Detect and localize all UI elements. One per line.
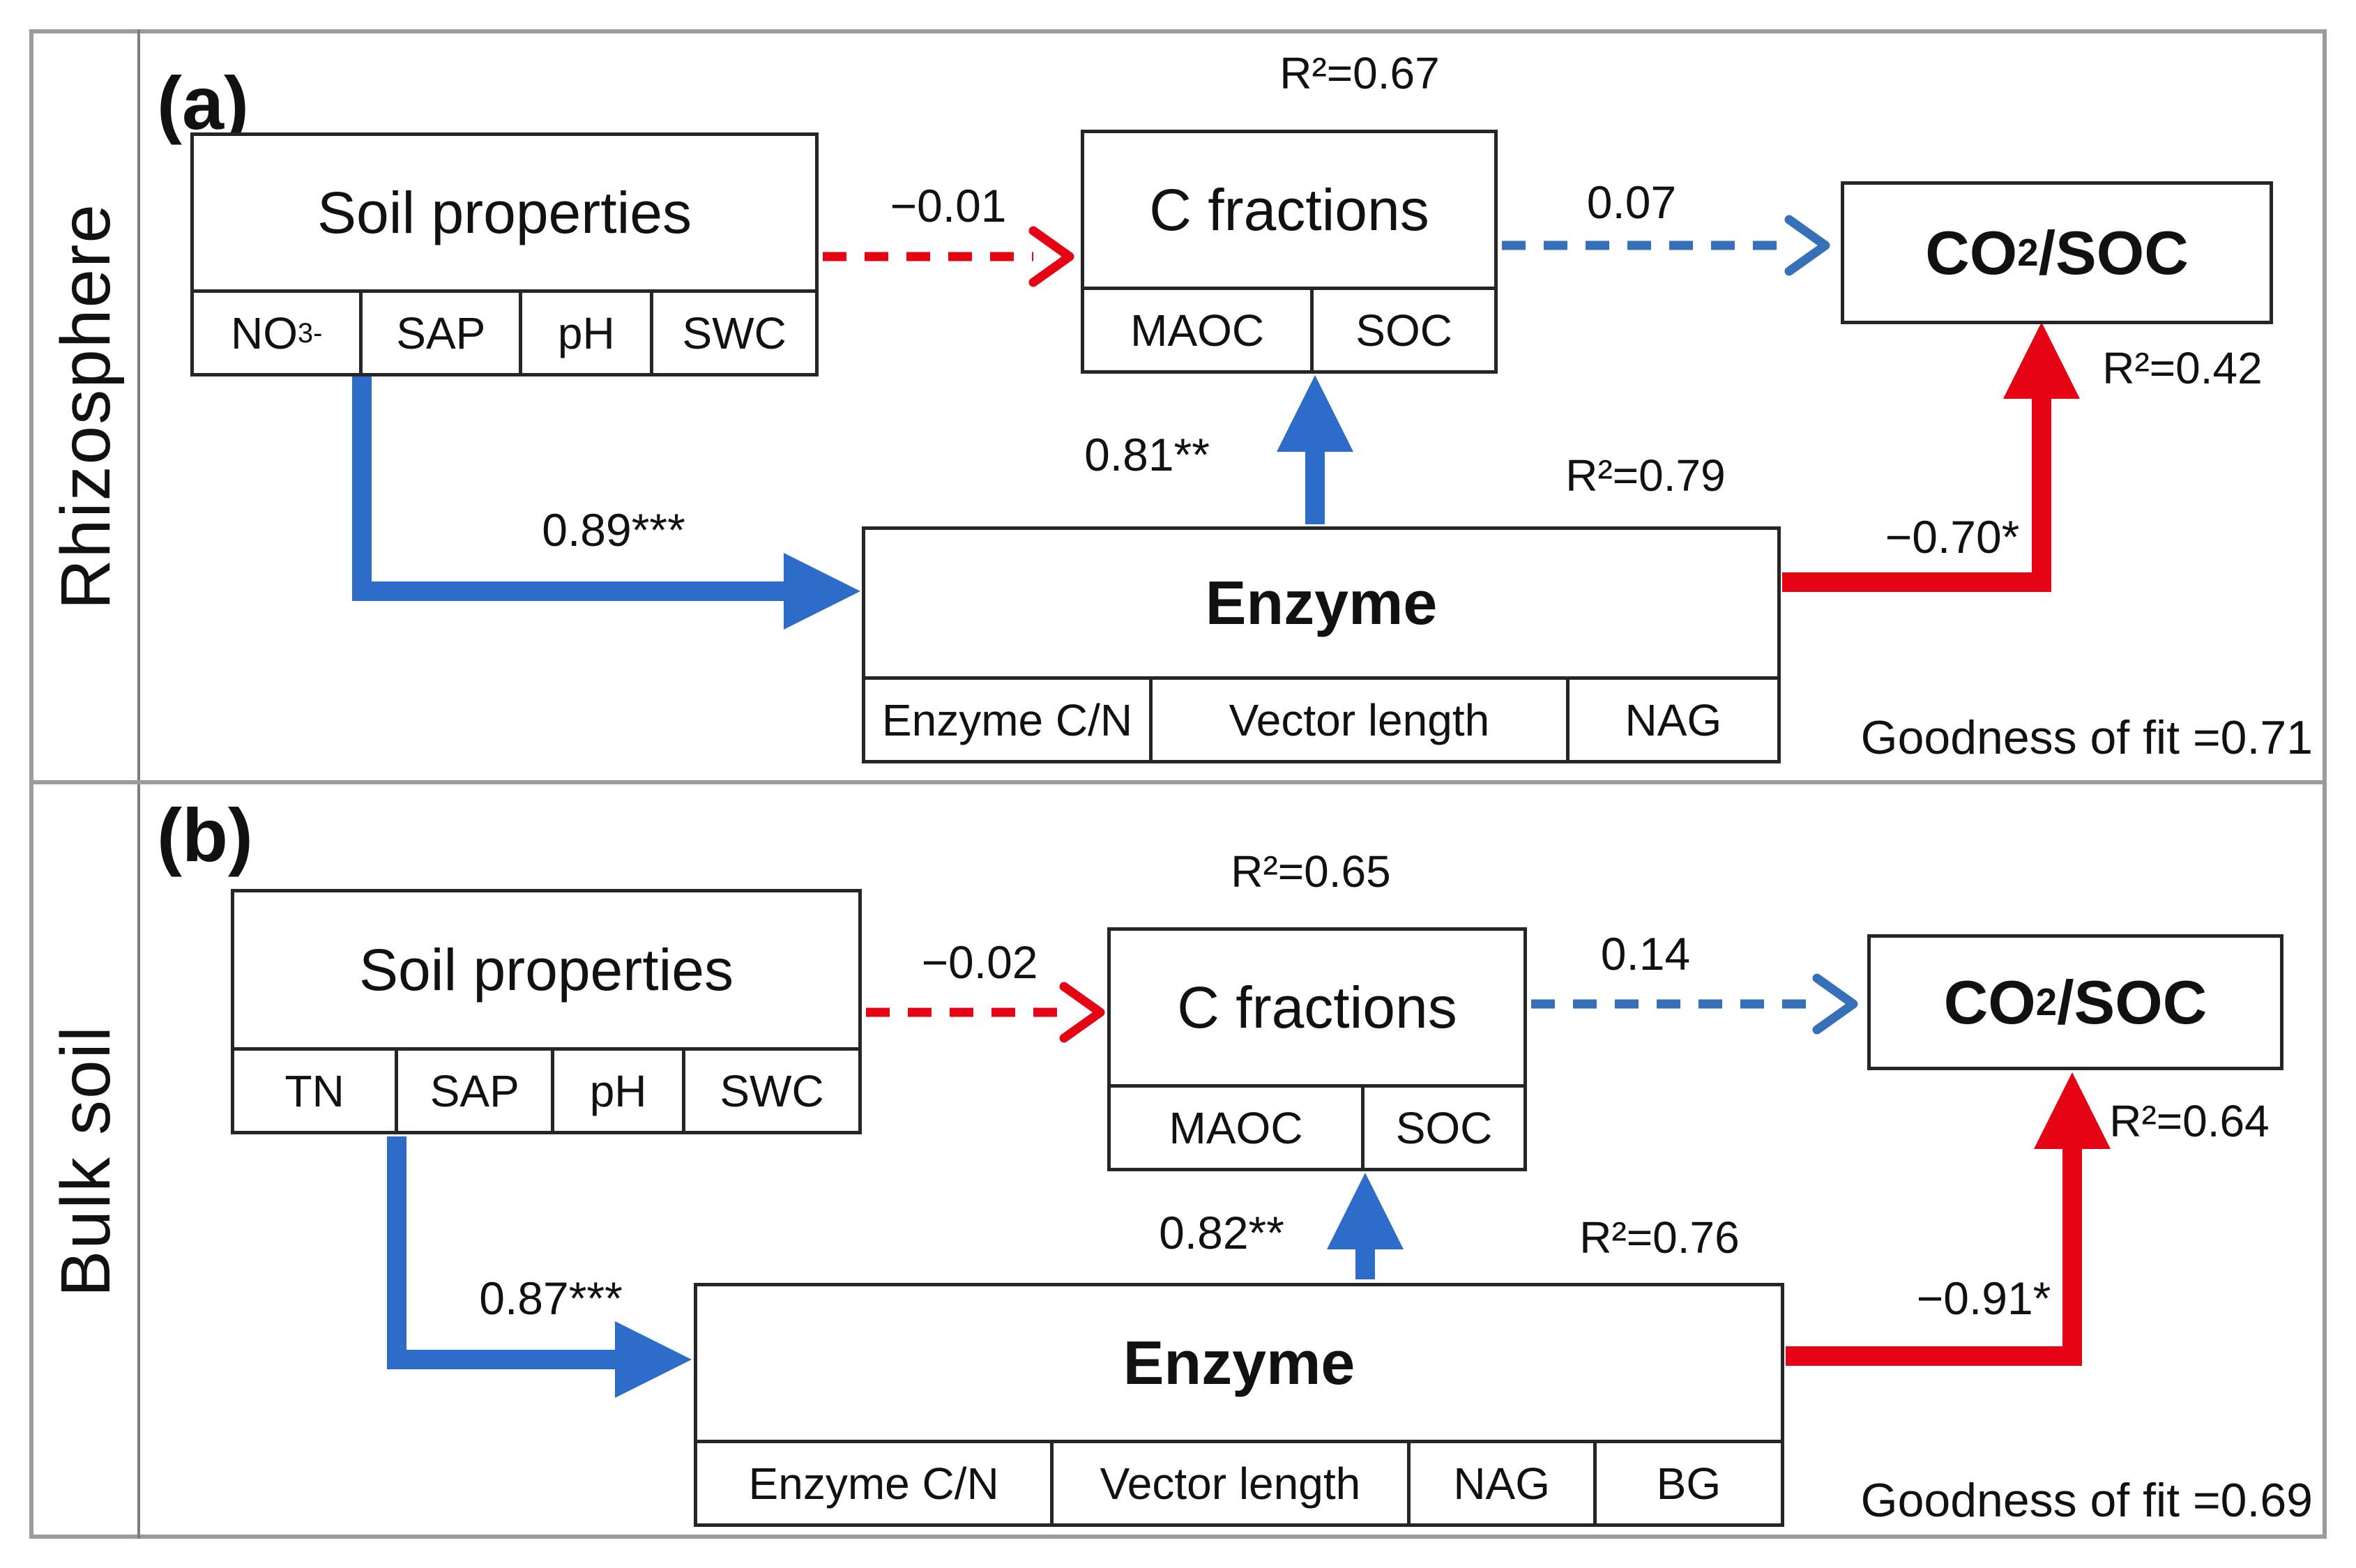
cell-tn: TN (234, 1051, 399, 1131)
r2-a-cfractions: R²=0.67 (1279, 48, 1440, 98)
box-a-c-fractions: C fractions MAOC SOC (1081, 130, 1498, 374)
r2-a-co2soc: R²=0.42 (2102, 343, 2263, 393)
cell-sap: SAP (398, 1051, 555, 1131)
cell-text: SOC (1395, 1102, 1493, 1153)
coef-a-soil-enzyme: 0.89*** (542, 504, 685, 556)
cell-text: TN (284, 1065, 344, 1116)
co2-text: CO (1943, 967, 2036, 1037)
r2-a-enzyme: R²=0.79 (1565, 450, 1726, 501)
cell-text: pH (557, 307, 615, 358)
goodness-of-fit-b: Goodness of fit =0.69 (1860, 1474, 2313, 1527)
box-title: C fractions (1177, 975, 1457, 1040)
coef-a-enzyme-cfractions: 0.81** (1084, 429, 1210, 480)
box-b-soil-properties: Soil properties TN SAP pH SWC (231, 889, 862, 1134)
cell-text: SWC (682, 307, 786, 358)
cell-text: SWC (720, 1065, 824, 1116)
cell-sap: SAP (363, 293, 523, 373)
box-b-enzyme: Enzyme Enzyme C/N Vector length NAG BG (694, 1283, 1784, 1527)
row-label-rhizosphere: Rhizosphere (33, 33, 138, 779)
indicator-cells: MAOC SOC (1111, 1084, 1523, 1168)
cell-text: pH (589, 1065, 647, 1116)
coef-b-cfractions-co2soc: 0.14 (1600, 928, 1691, 980)
coef-b-enzyme-cfractions: 0.82** (1159, 1207, 1284, 1258)
cell-vector-length: Vector length (1153, 680, 1570, 760)
panel-divider (29, 780, 2327, 784)
cell-text: Vector length (1229, 694, 1490, 745)
cell-text: NO (231, 307, 298, 358)
cell-text: Enzyme C/N (748, 1458, 999, 1509)
coef-a-enzyme-co2soc: −0.70* (1885, 511, 2020, 563)
cell-enzyme-cn: Enzyme C/N (697, 1443, 1054, 1523)
box-title: Enzyme (1205, 568, 1438, 637)
cell-text: SOC (1355, 305, 1452, 356)
row-label-text: Bulk soil (46, 1024, 125, 1297)
indicator-cells: MAOC SOC (1084, 287, 1494, 370)
box-b-c-fractions: C fractions MAOC SOC (1107, 927, 1527, 1171)
cell-text: MAOC (1169, 1102, 1303, 1153)
cell-maoc: MAOC (1111, 1088, 1365, 1168)
cell-text: Enzyme C/N (881, 694, 1133, 745)
cell-text: Vector length (1100, 1458, 1361, 1509)
cell-nag: NAG (1411, 1443, 1597, 1523)
box-title: Soil properties (359, 937, 734, 1003)
cell-enzyme-cn: Enzyme C/N (865, 680, 1153, 760)
indicator-cells: TN SAP pH SWC (234, 1047, 858, 1131)
r2-b-co2soc: R²=0.64 (2109, 1096, 2270, 1146)
coef-b-soil-cfractions: −0.02 (921, 936, 1038, 988)
cell-swc: SWC (653, 293, 815, 373)
cell-text: SAP (430, 1065, 519, 1116)
soc-text: /SOC (2057, 967, 2207, 1037)
cell-maoc: MAOC (1084, 290, 1314, 370)
box-title: Soil properties (317, 180, 692, 245)
cell-text: NAG (1625, 694, 1722, 745)
panel-b-letter: (b) (157, 793, 253, 877)
r2-b-cfractions: R²=0.65 (1231, 846, 1391, 897)
coef-a-soil-cfractions: −0.01 (890, 180, 1007, 231)
row-label-bulk-soil: Bulk soil (33, 785, 138, 1537)
cell-text: SAP (396, 307, 486, 358)
cell-ph: pH (522, 293, 654, 373)
coef-b-soil-enzyme: 0.87*** (479, 1272, 623, 1324)
cell-text: MAOC (1130, 305, 1265, 356)
cell-ph: pH (554, 1051, 686, 1131)
cell-bg: BG (1597, 1443, 1781, 1523)
r2-b-enzyme: R²=0.76 (1579, 1212, 1740, 1263)
cell-text: NAG (1453, 1458, 1551, 1509)
cell-soc: SOC (1314, 290, 1494, 370)
cell-text: BG (1656, 1458, 1722, 1509)
soc-text: /SOC (2038, 218, 2189, 287)
cell-vector-length: Vector length (1054, 1443, 1411, 1523)
cell-soc: SOC (1365, 1088, 1523, 1168)
cell-swc: SWC (685, 1051, 858, 1131)
panel-a-letter: (a) (157, 61, 249, 145)
indicator-cells: Enzyme C/N Vector length NAG BG (697, 1440, 1781, 1523)
box-a-enzyme: Enzyme Enzyme C/N Vector length NAG (862, 526, 1781, 763)
co2-text: CO (1925, 218, 2018, 287)
coef-a-cfractions-co2soc: 0.07 (1586, 176, 1677, 228)
cell-nag: NAG (1570, 680, 1777, 760)
box-title: Enzyme (1123, 1328, 1355, 1397)
indicator-cells: Enzyme C/N Vector length NAG (865, 676, 1777, 760)
coef-b-enzyme-co2soc: −0.91* (1916, 1272, 2051, 1324)
row-label-text: Rhizosphere (46, 203, 125, 610)
goodness-of-fit-a: Goodness of fit =0.71 (1860, 711, 2313, 764)
box-title: C fractions (1149, 177, 1429, 243)
